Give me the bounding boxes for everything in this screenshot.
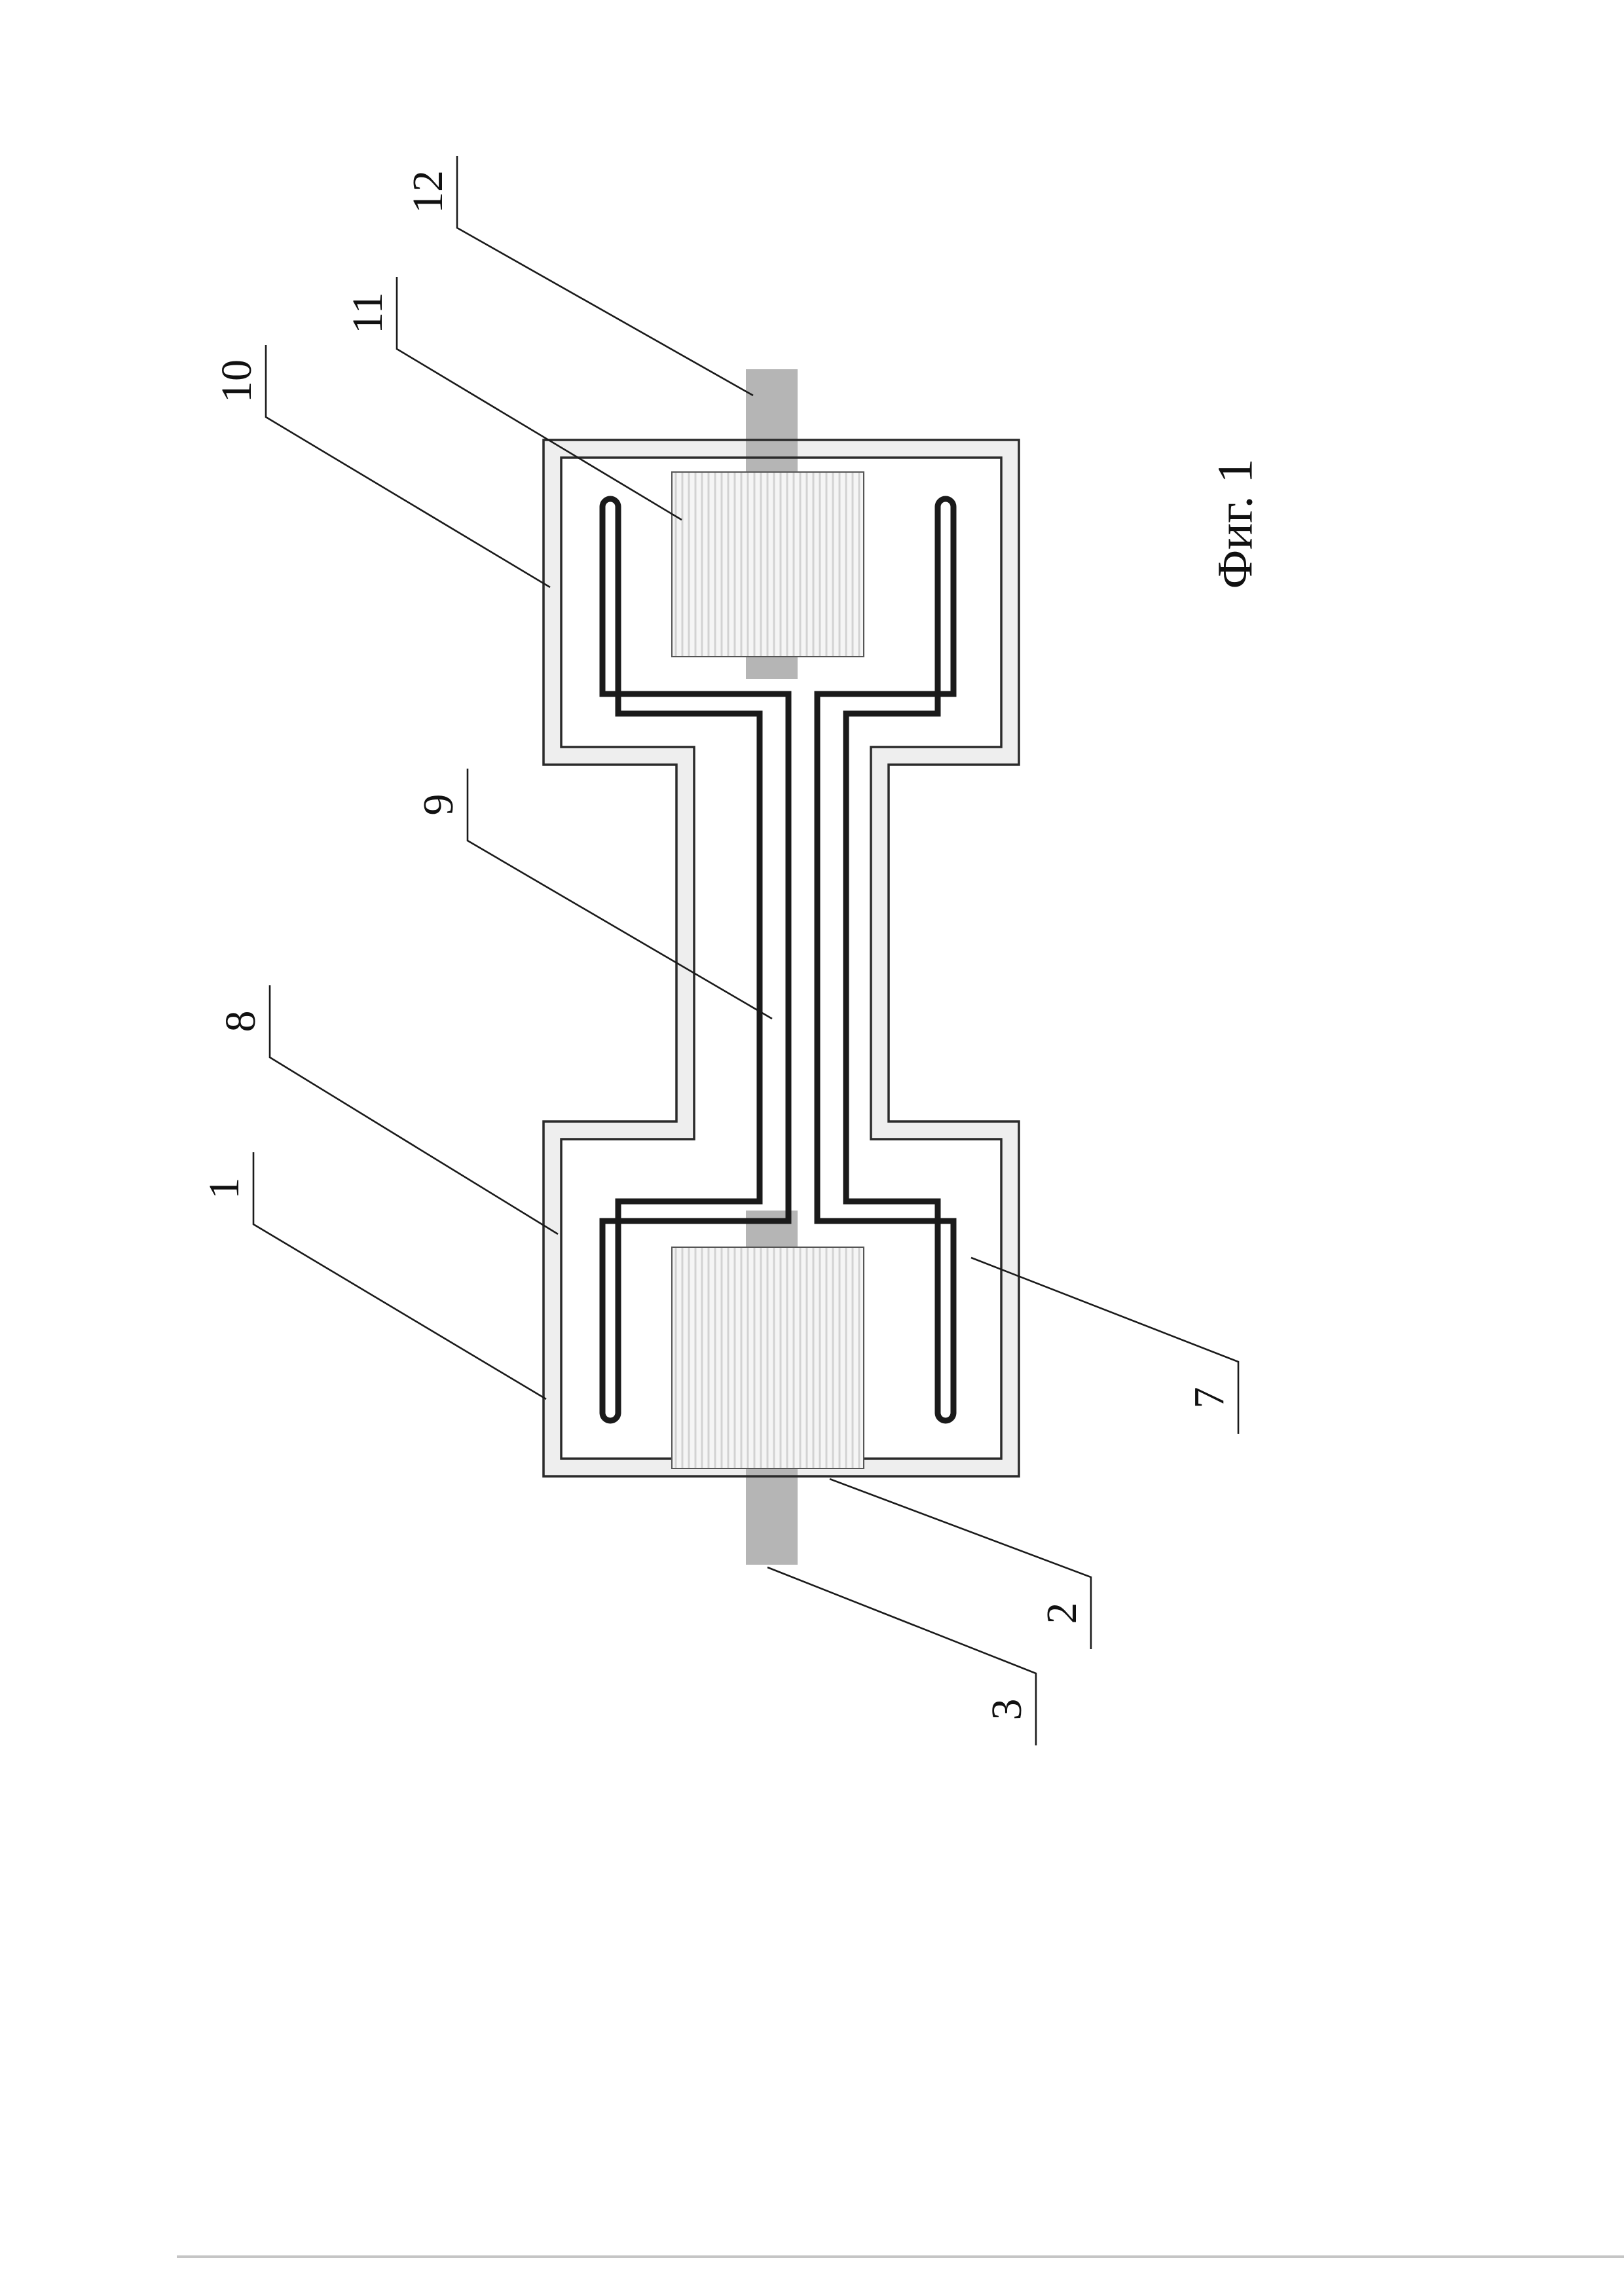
leader-line-3 xyxy=(767,1566,1037,1745)
reference-3: 3 xyxy=(767,1566,1037,1745)
leader-line-10 xyxy=(265,345,551,589)
reference-1: 1 xyxy=(200,1152,547,1400)
reference-7: 7 xyxy=(970,1256,1240,1434)
leader-line-7 xyxy=(970,1256,1240,1434)
reference-numeral-1: 1 xyxy=(200,1178,248,1199)
outer-contour xyxy=(542,439,1020,1478)
meander-conductor-right xyxy=(814,496,957,1424)
inner-contour xyxy=(560,456,1003,1460)
reference-9: 9 xyxy=(415,769,773,1020)
reference-numeral-10: 10 xyxy=(213,359,261,403)
reference-numeral-9: 9 xyxy=(415,794,462,816)
bottom-contact-pad xyxy=(671,1247,864,1469)
reference-10: 10 xyxy=(213,345,551,589)
leader-line-2 xyxy=(829,1478,1092,1649)
page-edge-line xyxy=(177,2255,1624,2258)
reference-numeral-2: 2 xyxy=(1038,1603,1086,1624)
reference-8: 8 xyxy=(217,985,559,1235)
top-contact-pad xyxy=(671,471,864,657)
leader-line-1 xyxy=(252,1152,547,1400)
reference-numeral-7: 7 xyxy=(1185,1387,1233,1409)
figure-caption: Фиг. 1 xyxy=(1208,458,1263,589)
leader-line-11 xyxy=(396,277,682,521)
reference-12: 12 xyxy=(404,156,754,397)
reference-numeral-8: 8 xyxy=(217,1011,265,1032)
meander-conductor-left xyxy=(599,496,792,1424)
reference-numeral-11: 11 xyxy=(344,292,392,334)
reference-11: 11 xyxy=(344,277,682,521)
leader-line-8 xyxy=(268,985,559,1235)
reference-2: 2 xyxy=(829,1478,1092,1649)
reference-numeral-12: 12 xyxy=(404,170,452,213)
reference-numeral-3: 3 xyxy=(983,1699,1031,1721)
leader-line-12 xyxy=(456,156,754,397)
leader-line-9 xyxy=(466,769,773,1020)
